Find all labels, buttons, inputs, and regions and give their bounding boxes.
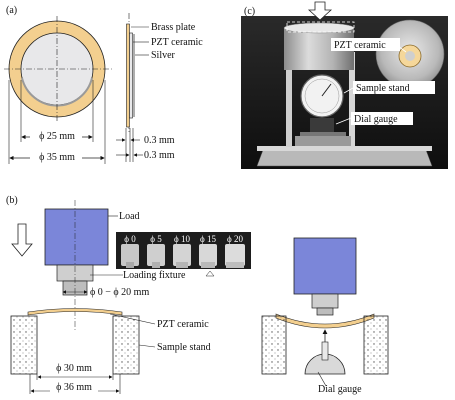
fixture-range-label: ϕ 0 − ϕ 20 mm: [90, 287, 149, 298]
pzt-ceramic-label-a: PZT ceramic: [151, 37, 203, 48]
stand-outer-dia-label: ϕ 36 mm: [56, 382, 92, 393]
fixture-size-5: ϕ 5: [147, 234, 165, 268]
disc-side-view: Brass plate PZT ceramic Silver 0.3 mm 0.…: [116, 13, 203, 162]
pzt-sample-plate: [27, 308, 123, 316]
panel-c-letter: (c): [244, 6, 255, 17]
photo-load-arrow-icon: [307, 1, 333, 21]
photo-base-plate: [256, 149, 433, 167]
photo-pillar-right: [349, 52, 355, 147]
photo-sample-stand-label: Sample stand: [356, 83, 410, 94]
sample-stand-left: [10, 315, 38, 375]
load-direction-arrow-icon: [11, 223, 33, 257]
fixture-size-strip: ϕ 0 ϕ 5 ϕ 10 ϕ 15 ϕ 20: [116, 232, 251, 277]
panel-c-photo: (c) PZT ceramic Sample stand Dial: [241, 1, 448, 169]
disc-dimensions: ϕ 25 mm ϕ 35 mm: [8, 80, 106, 164]
fixture-size-label-0: ϕ 0: [124, 234, 136, 244]
stand-inner-dia-label: ϕ 30 mm: [56, 363, 92, 374]
pzt-ceramic-label-b: PZT ceramic: [157, 319, 209, 330]
silver-label: Silver: [151, 50, 176, 61]
panel-b-letter: (b): [6, 195, 18, 206]
load-label: Load: [119, 211, 140, 222]
fixture-size-label-5: ϕ 5: [150, 234, 162, 244]
panel-b: (b) Load Loading fixture ϕ 0 ϕ 5: [6, 195, 389, 395]
fixture-size-label-10: ϕ 10: [174, 234, 190, 244]
thickness-top-label: 0.3 mm: [144, 135, 175, 146]
pzt-sample-bent: [275, 313, 375, 329]
panel-a: (a) ϕ 25 mm ϕ 35 mm: [4, 5, 203, 164]
photo-pillar-left: [286, 52, 292, 147]
sample-stand-label: Sample stand: [157, 342, 211, 353]
photo-pzt-ceramic-label: PZT ceramic: [334, 40, 386, 51]
dial-gauge-schematic: Dial gauge: [261, 237, 389, 395]
fixture-size-label-15: ϕ 15: [200, 234, 216, 244]
pzt-ceramic-side: [129, 32, 133, 119]
loading-fixture-label: Loading fixture: [123, 270, 186, 281]
fixture-size-10: ϕ 10: [173, 234, 191, 268]
load-block-right: [293, 237, 357, 295]
sample-stand-right: [112, 315, 140, 375]
dial-gauge-label: Dial gauge: [318, 384, 362, 395]
load-block: [44, 208, 109, 266]
brass-plate-label: Brass plate: [151, 22, 196, 33]
fixture-size-label-20: ϕ 20: [227, 234, 243, 244]
dia-inner-label: ϕ 25 mm: [39, 131, 75, 142]
brass-plate-side: [126, 23, 130, 128]
panel-a-letter: (a): [6, 5, 17, 16]
fixture-size-20: ϕ 20: [225, 234, 245, 268]
thickness-bottom-label: 0.3 mm: [144, 150, 175, 161]
fixture-size-0: ϕ 0: [121, 234, 139, 268]
dia-outer-label: ϕ 35 mm: [39, 152, 75, 163]
photo-dial-gauge-label: Dial gauge: [354, 114, 398, 125]
fixture-size-15: ϕ 15: [199, 234, 217, 268]
disc-top-view: [4, 16, 112, 122]
